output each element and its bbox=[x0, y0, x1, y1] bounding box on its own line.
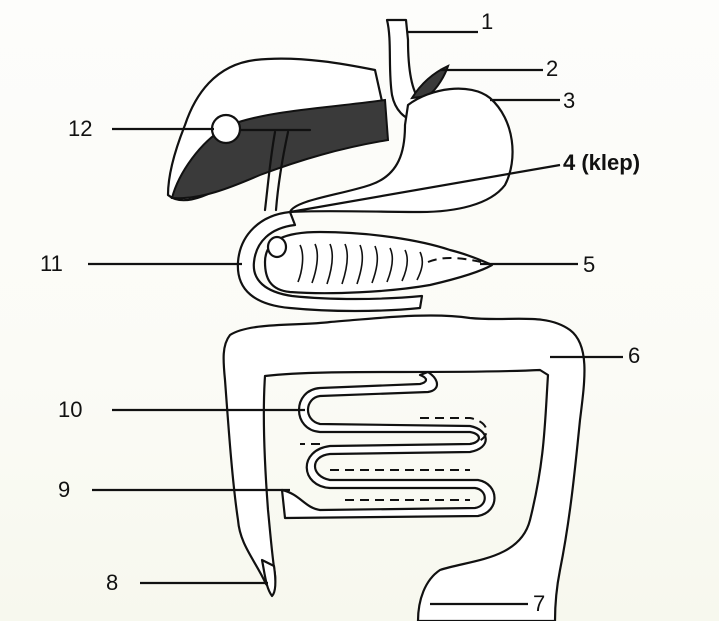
label-5: 5 bbox=[583, 252, 595, 277]
label-6: 6 bbox=[628, 343, 640, 368]
label-10: 10 bbox=[58, 397, 82, 422]
label-8: 8 bbox=[106, 570, 118, 595]
label-11: 11 bbox=[40, 251, 63, 276]
label-2: 2 bbox=[546, 56, 558, 81]
gallbladder bbox=[212, 115, 240, 143]
large-intestine bbox=[224, 315, 585, 621]
label-7: 7 bbox=[533, 591, 545, 616]
label-3: 3 bbox=[563, 88, 575, 113]
label-9: 9 bbox=[58, 477, 70, 502]
label-1: 1 bbox=[481, 9, 493, 34]
label-12: 12 bbox=[68, 116, 92, 141]
pancreas-head bbox=[268, 237, 286, 257]
label-4: 4 (klep) bbox=[563, 150, 640, 175]
pancreas bbox=[265, 232, 492, 293]
